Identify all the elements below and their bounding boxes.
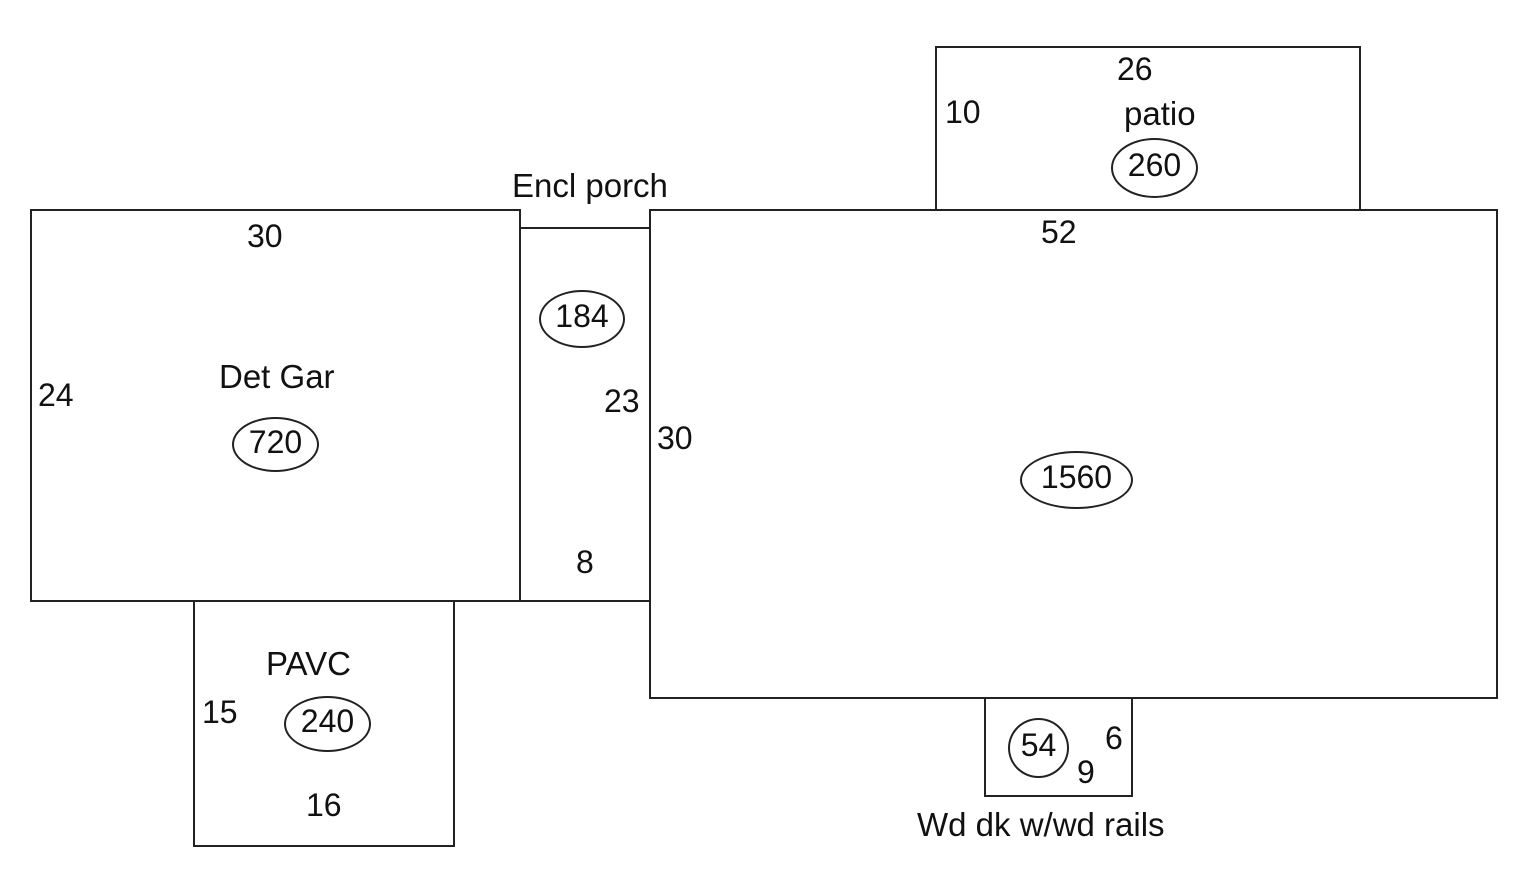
pavc-dim-left: 15 [202, 694, 238, 730]
deck-dim-bottom: 9 [1077, 754, 1095, 790]
porch-dim-side: 23 [604, 383, 640, 419]
pavc-outline [193, 600, 455, 847]
patio-dim-top: 26 [1117, 51, 1153, 87]
garage-dim-left: 24 [38, 377, 74, 413]
pavc-label: PAVC [266, 645, 351, 682]
garage-label: Det Gar [219, 358, 335, 395]
porch-area: 184 [539, 290, 625, 348]
house-dim-top: 52 [1041, 214, 1077, 250]
deck-dim-right: 6 [1105, 720, 1123, 756]
porch-label: Encl porch [512, 167, 668, 204]
patio-outline [935, 46, 1361, 211]
porch-dim-bottom: 8 [576, 544, 594, 580]
house-dim-left: 30 [657, 420, 693, 456]
deck-area: 54 [1008, 718, 1069, 778]
patio-dim-left: 10 [945, 94, 981, 130]
garage-area: 720 [232, 417, 319, 472]
deck-outline [984, 697, 1133, 797]
garage-dim-top: 30 [247, 218, 283, 254]
pavc-dim-bottom: 16 [306, 787, 342, 823]
deck-label: Wd dk w/wd rails [917, 806, 1165, 843]
garage-outline [30, 209, 521, 602]
house-area: 1560 [1020, 451, 1133, 509]
patio-label: patio [1124, 95, 1196, 132]
pavc-area: 240 [284, 696, 371, 752]
patio-area: 260 [1111, 138, 1198, 198]
